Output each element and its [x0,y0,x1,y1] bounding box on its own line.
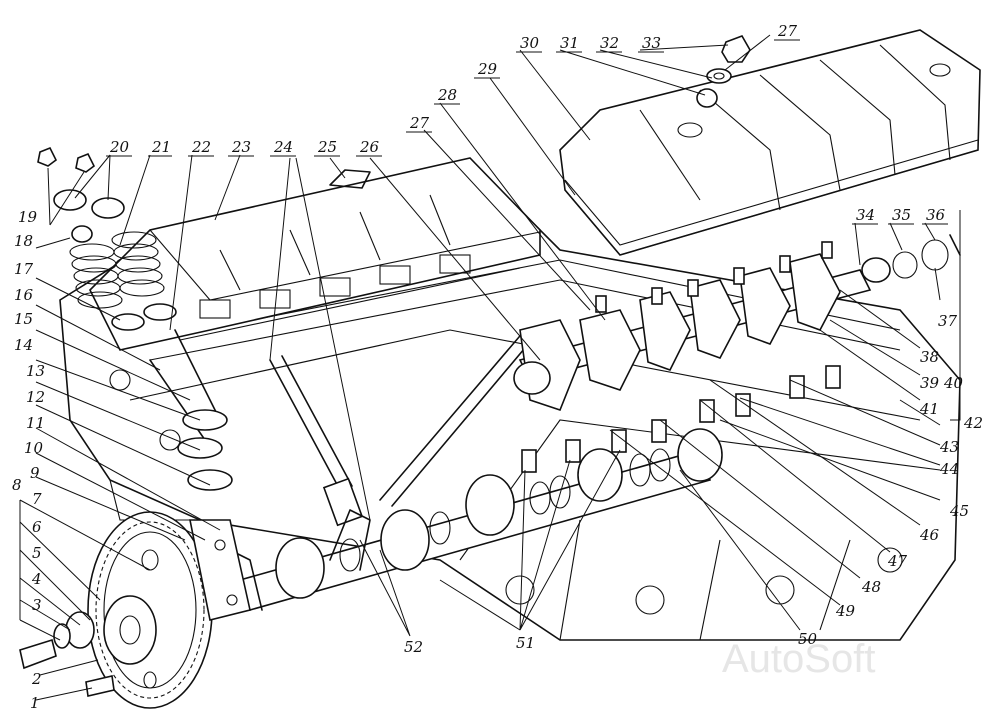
thrust-flange [189,519,251,621]
callout-18: 18 [14,232,33,250]
callout-38: 38 [920,348,939,366]
callout-51: 51 [516,634,535,652]
callout-21: 21 [151,138,171,156]
callout-20: 20 [109,138,130,156]
callout-labels: 1 2 3 4 5 6 7 8 9 10 11 12 13 14 15 16 1… [12,22,983,712]
callout-50: 50 [798,630,818,648]
callout-leaders [19,34,961,701]
callout-10: 10 [24,439,44,457]
callout-27-top: 27 [777,22,798,40]
callout-12: 12 [26,388,45,406]
callout-23: 23 [231,138,251,156]
callout-7: 7 [32,490,42,508]
callout-5: 5 [32,544,42,562]
callout-39: 39 [920,374,940,392]
callout-3: 3 [32,596,42,614]
camshaft [238,428,723,611]
callout-36: 36 [926,206,946,224]
callout-30: 30 [520,34,540,52]
callout-47: 47 [887,552,908,570]
callout-19: 19 [18,208,38,226]
callout-16: 16 [14,286,34,304]
callout-46: 46 [919,526,940,544]
callout-45: 45 [949,502,969,520]
callout-41: 41 [919,400,939,418]
callout-34: 34 [856,206,875,224]
callout-22: 22 [191,138,211,156]
callout-44: 44 [939,460,959,478]
watermark-text: AutoSoft [722,637,875,681]
callout-2: 2 [31,670,42,688]
callout-31: 31 [560,34,579,52]
valves-and-pushrods [149,329,536,527]
callout-underlines [106,39,948,225]
callout-28: 28 [437,86,457,104]
callout-42: 42 [963,414,983,432]
callout-29: 29 [477,60,498,78]
callout-35: 35 [892,206,911,224]
callout-13: 13 [26,362,45,380]
callout-14: 14 [14,336,33,354]
callout-24: 24 [273,138,293,156]
callout-33: 33 [642,34,661,52]
callout-4: 4 [31,570,42,588]
intake-manifold [89,157,541,351]
valve-springs [37,146,177,331]
camshaft-gear [19,511,263,709]
callout-48: 48 [861,578,881,596]
callout-8: 8 [12,476,22,494]
callout-37: 37 [938,312,958,330]
callout-40: 40 [943,374,964,392]
callout-52: 52 [404,638,423,656]
callout-17: 17 [14,260,34,278]
callout-27: 27 [409,114,430,132]
callout-26: 26 [359,138,380,156]
callout-11: 11 [26,414,45,432]
callout-25: 25 [317,138,337,156]
callout-9: 9 [30,464,40,482]
callout-32: 32 [600,34,619,52]
callout-49: 49 [835,602,856,620]
callout-6: 6 [32,518,42,536]
callout-15: 15 [14,310,33,328]
callout-1: 1 [30,694,40,712]
valve-cover [559,29,981,256]
callout-43: 43 [939,438,959,456]
